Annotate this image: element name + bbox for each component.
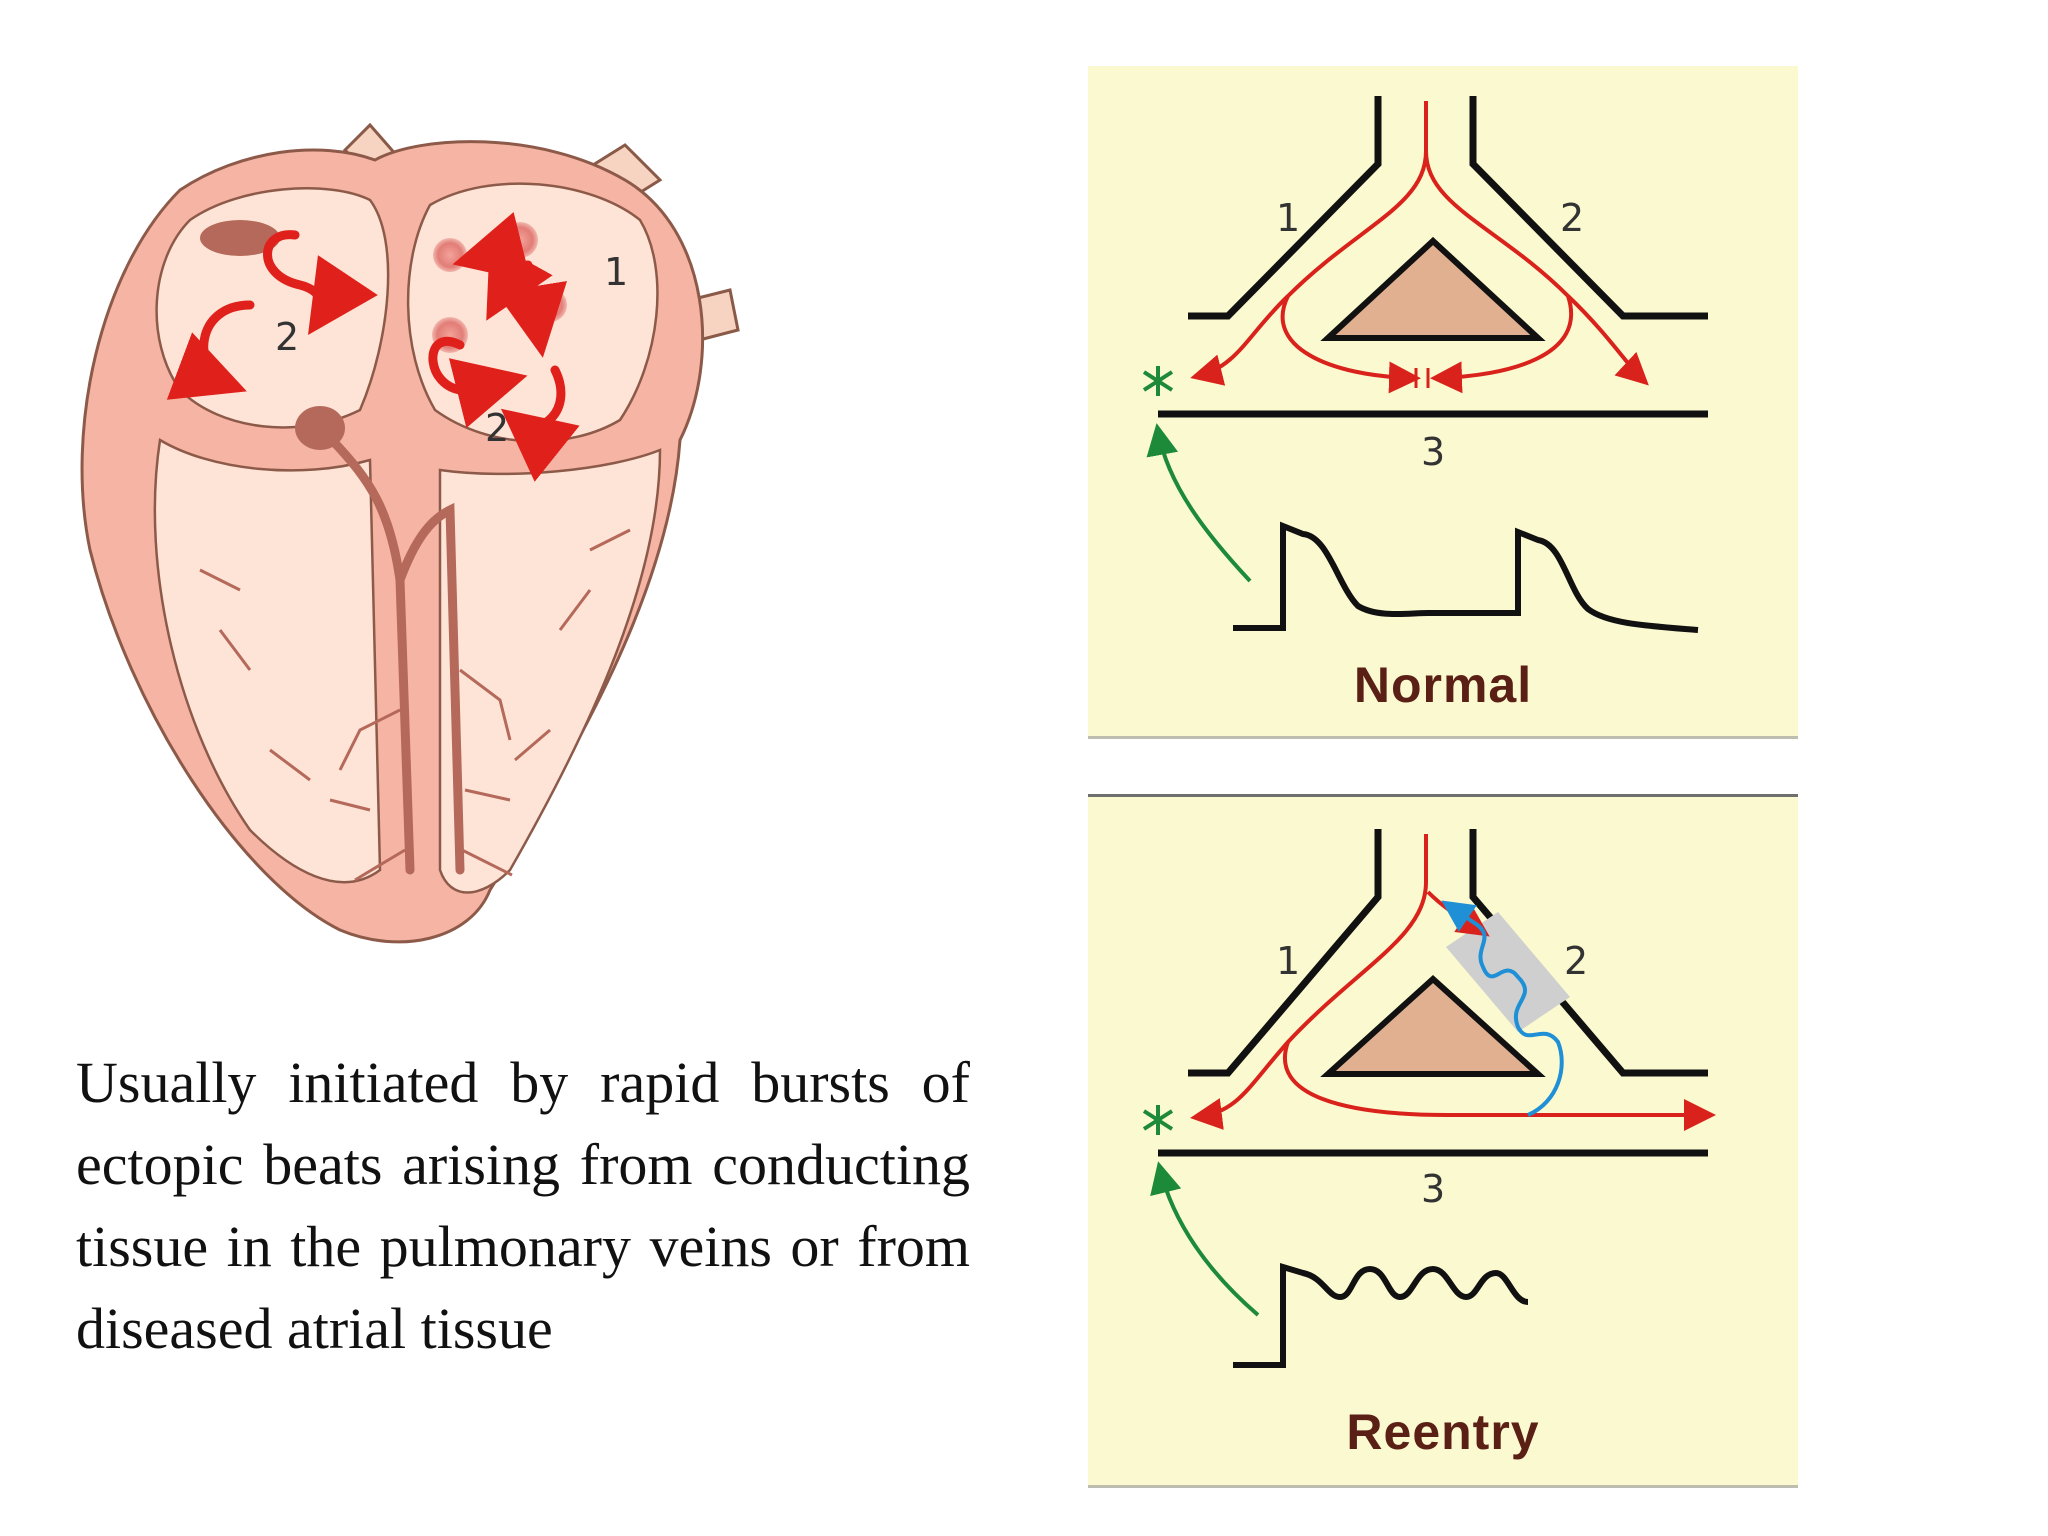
action-potential-trace xyxy=(1233,521,1699,633)
description-text: Usually initiated by rapid bursts of ect… xyxy=(76,1050,970,1361)
right-atrium xyxy=(155,187,390,429)
normal-conduction-diagram xyxy=(1142,96,1708,633)
reentry-diagram xyxy=(1142,829,1716,1368)
reentry-label-1: 1 xyxy=(1276,939,1301,983)
bundle-branches xyxy=(327,435,465,875)
normal-label-2: 2 xyxy=(1560,196,1585,240)
central-obstacle xyxy=(1320,236,1546,341)
reentry-caption: Reentry xyxy=(1346,1404,1540,1460)
reentry-label-2: 2 xyxy=(1564,939,1589,983)
fiber-walls xyxy=(1158,96,1708,418)
normal-label-3: 3 xyxy=(1421,430,1446,474)
left-ventricle xyxy=(438,448,662,894)
right-ventricle xyxy=(153,437,382,884)
reentrant-wave xyxy=(1441,900,1564,1117)
normal-caption: Normal xyxy=(1353,657,1533,713)
reentry-label-3: 3 xyxy=(1421,1167,1446,1211)
heart-label-1: 1 xyxy=(604,250,629,294)
action-potential-trace xyxy=(1233,1262,1529,1368)
reentry-panel: 1 2 3 Reentry xyxy=(1088,794,1798,1485)
normal-impulses xyxy=(1190,101,1649,394)
heart-diagram xyxy=(80,122,740,944)
stimulus-marker xyxy=(1142,366,1252,583)
impulse-arrows xyxy=(166,211,580,482)
sinus-node xyxy=(200,220,280,256)
normal-label-1: 1 xyxy=(1276,196,1301,240)
stimulus-marker xyxy=(1142,1105,1260,1317)
normal-conduction-panel: 1 2 3 Normal xyxy=(1088,66,1798,736)
heart-illustration: 1 2 2 xyxy=(70,110,770,970)
heart-label-2-right: 2 xyxy=(485,406,510,450)
purkinje-fibers xyxy=(199,528,631,882)
central-obstacle xyxy=(1320,974,1546,1077)
heart-label-2-left: 2 xyxy=(275,315,300,359)
